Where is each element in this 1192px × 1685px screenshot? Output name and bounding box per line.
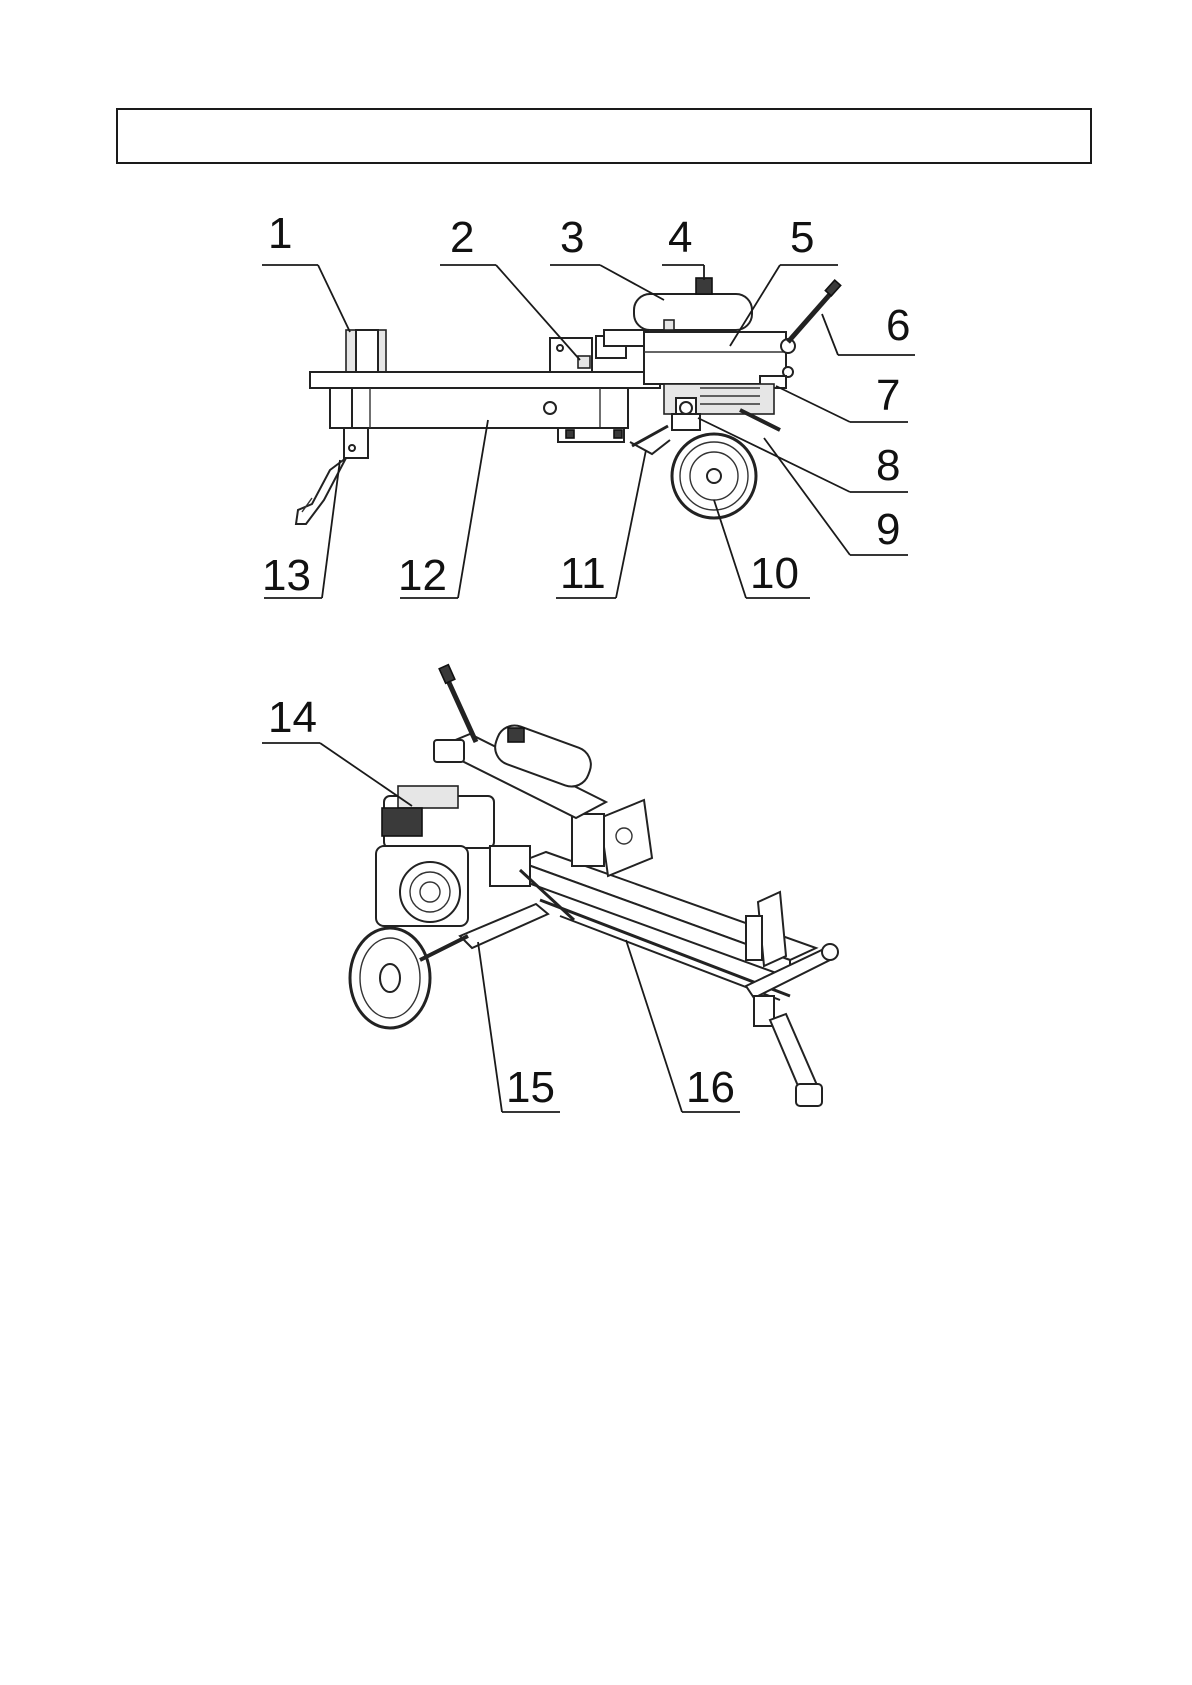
engine-base [460, 904, 548, 948]
callout-3: 3 [560, 213, 584, 262]
callout-2: 2 [450, 213, 474, 262]
callout-7: 7 [876, 371, 900, 420]
push-plate [600, 800, 652, 876]
oil-tank [634, 294, 752, 330]
callout-1: 1 [268, 209, 292, 258]
callout-12: 12 [398, 551, 447, 600]
perspective-view-machine [350, 665, 838, 1106]
callout-8: 8 [876, 441, 900, 490]
front-leg [344, 428, 368, 458]
filler-cap [696, 278, 712, 294]
wedge-blade [356, 330, 378, 372]
side-view-machine [296, 278, 841, 524]
beam [334, 388, 628, 428]
callout-10: 10 [750, 549, 799, 598]
beam-top-plate [310, 372, 660, 388]
callout-6: 6 [886, 301, 910, 350]
filler-cap [508, 728, 524, 742]
callout-9: 9 [876, 505, 900, 554]
callout-15: 15 [506, 1063, 555, 1112]
recoil-starter [400, 862, 460, 922]
callout-14: 14 [268, 693, 317, 742]
callout-5: 5 [790, 213, 814, 262]
callout-13: 13 [262, 551, 311, 600]
callout-16: 16 [686, 1063, 735, 1112]
callout-4: 4 [668, 213, 692, 262]
callout-11: 11 [560, 549, 606, 598]
